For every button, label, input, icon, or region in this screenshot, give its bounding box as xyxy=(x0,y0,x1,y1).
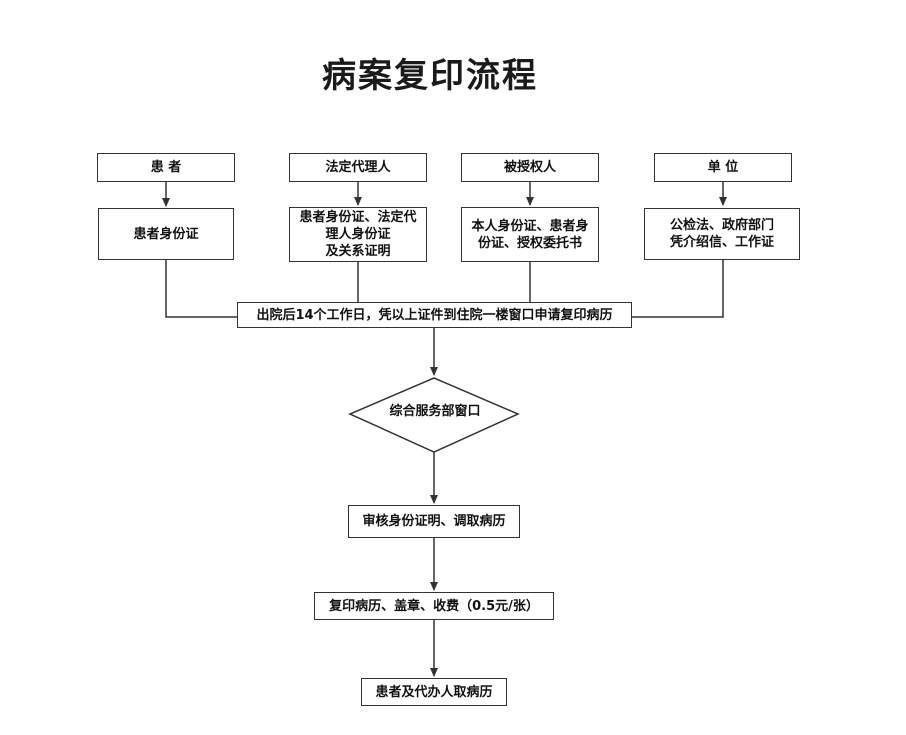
step-box-verify: 审核身份证明、调取病历 xyxy=(348,505,520,538)
doc-box-authorized-person: 本人身份证、患者身 份证、授权委托书 xyxy=(461,207,599,262)
role-box-authorized-person: 被授权人 xyxy=(461,153,599,182)
role-box-unit: 单 位 xyxy=(654,153,792,182)
connector-unit xyxy=(632,260,724,318)
connector-patient xyxy=(165,260,237,318)
doc-box-patient: 患者身份证 xyxy=(98,208,234,260)
page-title: 病案复印流程 xyxy=(322,56,538,96)
apply-step-box: 出院后14个工作日，凭以上证件到住院一楼窗口申请复印病历 xyxy=(237,302,632,328)
step-box-copy-charge: 复印病历、盖章、收费（0.5元/张） xyxy=(314,592,554,620)
doc-box-legal-representative: 患者身份证、法定代 理人身份证 及关系证明 xyxy=(289,207,427,262)
role-box-patient: 患 者 xyxy=(97,153,235,182)
decision-label: 综合服务部窗口 xyxy=(389,404,481,419)
role-box-legal-representative: 法定代理人 xyxy=(289,153,427,182)
step-box-pickup: 患者及代办人取病历 xyxy=(361,678,507,706)
doc-box-unit: 公检法、政府部门 凭介绍信、工作证 xyxy=(644,208,800,260)
